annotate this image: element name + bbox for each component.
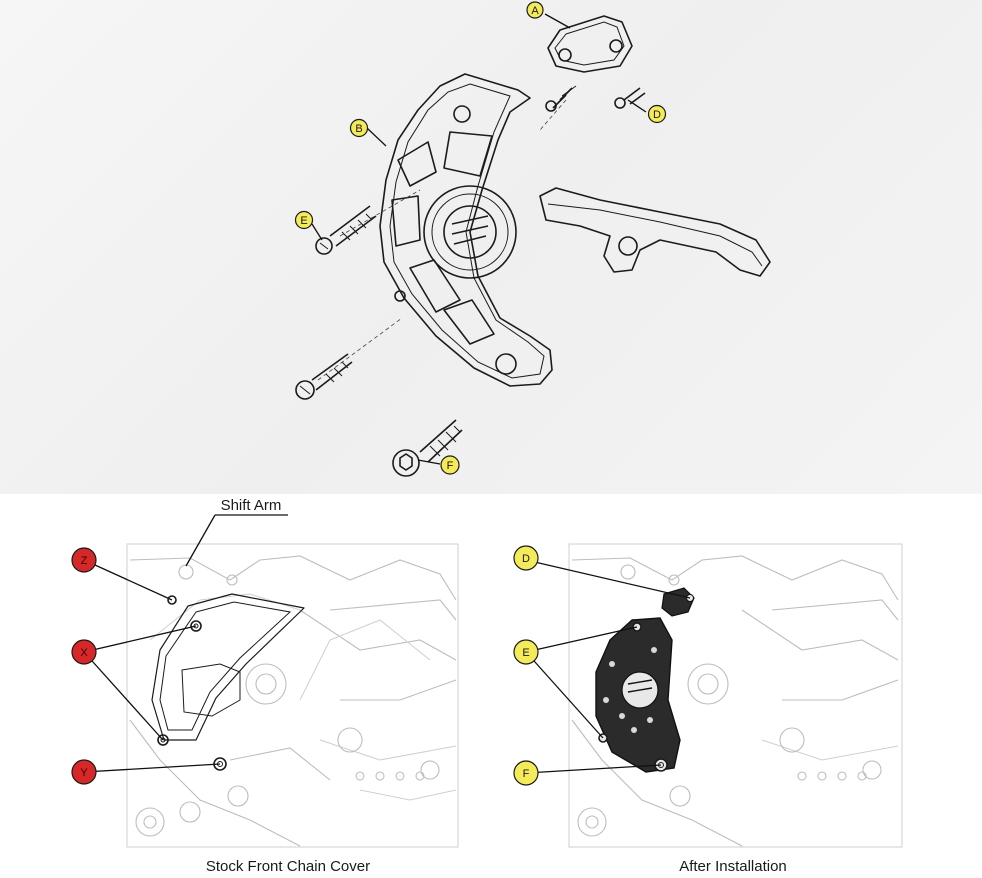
callout-f-after-label: F — [523, 768, 530, 780]
callout-z-label: Z — [81, 555, 88, 567]
bolt-f — [392, 419, 463, 477]
stock-caption: Stock Front Chain Cover — [206, 858, 370, 875]
bolt-x-upper-point — [190, 620, 202, 632]
callout-a: A — [526, 1, 544, 19]
after-caption: After Installation — [679, 858, 787, 875]
part-c-arm — [539, 187, 771, 277]
callout-d-top: D — [647, 104, 667, 124]
shift-arm-label: Shift Arm — [221, 497, 282, 514]
bolt-e — [315, 205, 377, 255]
callout-f-after: F — [513, 760, 539, 786]
callout-e-after-label: E — [522, 647, 529, 659]
part-b-cover — [379, 73, 553, 387]
callout-e-top-label: E — [300, 215, 307, 227]
long-bolt — [295, 353, 353, 400]
callout-b: B — [349, 118, 369, 138]
callout-e-top: E — [294, 210, 314, 230]
callout-y: Y — [71, 759, 97, 785]
callout-d-top-label: D — [653, 109, 661, 121]
callout-y-label: Y — [80, 767, 88, 779]
exploded-view: A B D E F — [294, 1, 771, 477]
after-view: D E F After Installation — [513, 543, 903, 875]
callout-b-label: B — [355, 123, 362, 135]
stock-view: Shift Arm Z X Y Stock Front Chain Cover — [71, 497, 459, 875]
part-a-plate — [547, 15, 633, 73]
callout-x-label: X — [80, 647, 88, 659]
callout-f-top: F — [440, 455, 460, 475]
stock-frame — [126, 543, 459, 848]
installed-plate — [661, 587, 695, 617]
small-bolt-2 — [614, 87, 646, 109]
callout-d-after: D — [513, 545, 539, 571]
bolt-x-lower-point — [157, 734, 169, 746]
callout-e-after: E — [513, 639, 539, 665]
callout-a-label: A — [531, 5, 539, 17]
callout-z: Z — [71, 547, 97, 573]
callout-x: X — [71, 639, 97, 665]
bolt-z-point — [167, 595, 177, 605]
small-bolt-1 — [545, 85, 577, 112]
callout-f-top-label: F — [447, 460, 454, 472]
callout-d-after-label: D — [522, 553, 530, 565]
